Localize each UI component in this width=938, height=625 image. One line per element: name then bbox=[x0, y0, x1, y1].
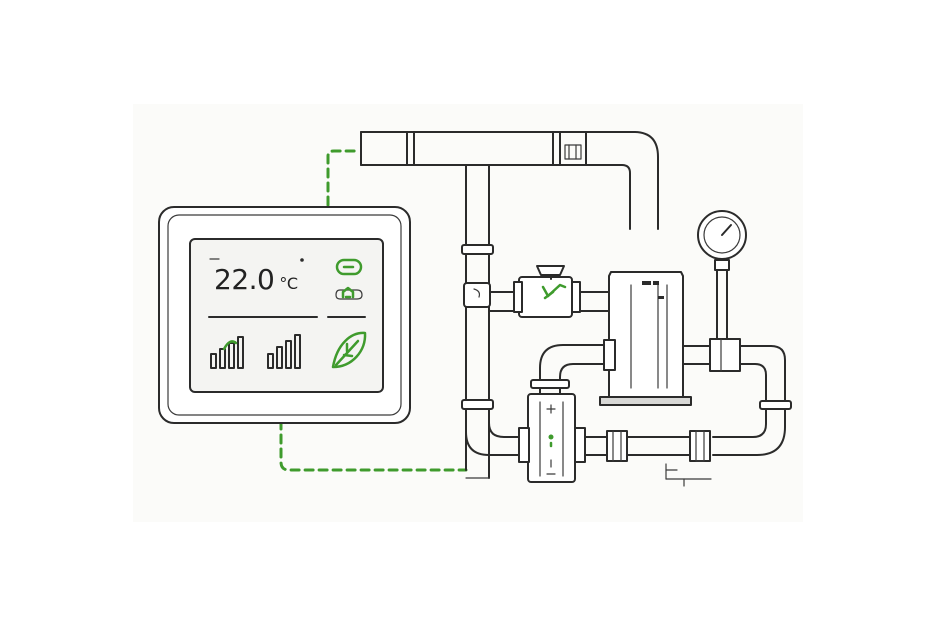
control-wire-top bbox=[326, 149, 362, 207]
temperature-value: 22.0 bbox=[214, 263, 275, 296]
floor-marks bbox=[665, 463, 712, 487]
toggle-switch-icon bbox=[335, 258, 363, 276]
pressure-gauge bbox=[697, 210, 747, 343]
control-valve bbox=[489, 265, 610, 318]
right-loop-pipe bbox=[581, 338, 792, 462]
home-icon bbox=[335, 286, 363, 300]
top-pipe bbox=[360, 131, 659, 230]
control-wire-bottom bbox=[279, 419, 468, 472]
thermostat-device bbox=[158, 206, 411, 424]
temperature-readout: 22.0 °C bbox=[214, 266, 298, 294]
temperature-unit: °C bbox=[279, 274, 298, 293]
leaf-icon bbox=[331, 331, 367, 369]
heat-exchanger-tank bbox=[599, 271, 692, 406]
thermostat-inner-frame bbox=[167, 214, 402, 416]
status-dot bbox=[300, 258, 304, 262]
left-loop-pipe bbox=[465, 339, 616, 456]
signal-bars-icon bbox=[267, 334, 301, 369]
signal-bars-icon bbox=[210, 336, 244, 369]
circulation-pump bbox=[518, 393, 586, 483]
thermostat-screen bbox=[189, 238, 384, 393]
